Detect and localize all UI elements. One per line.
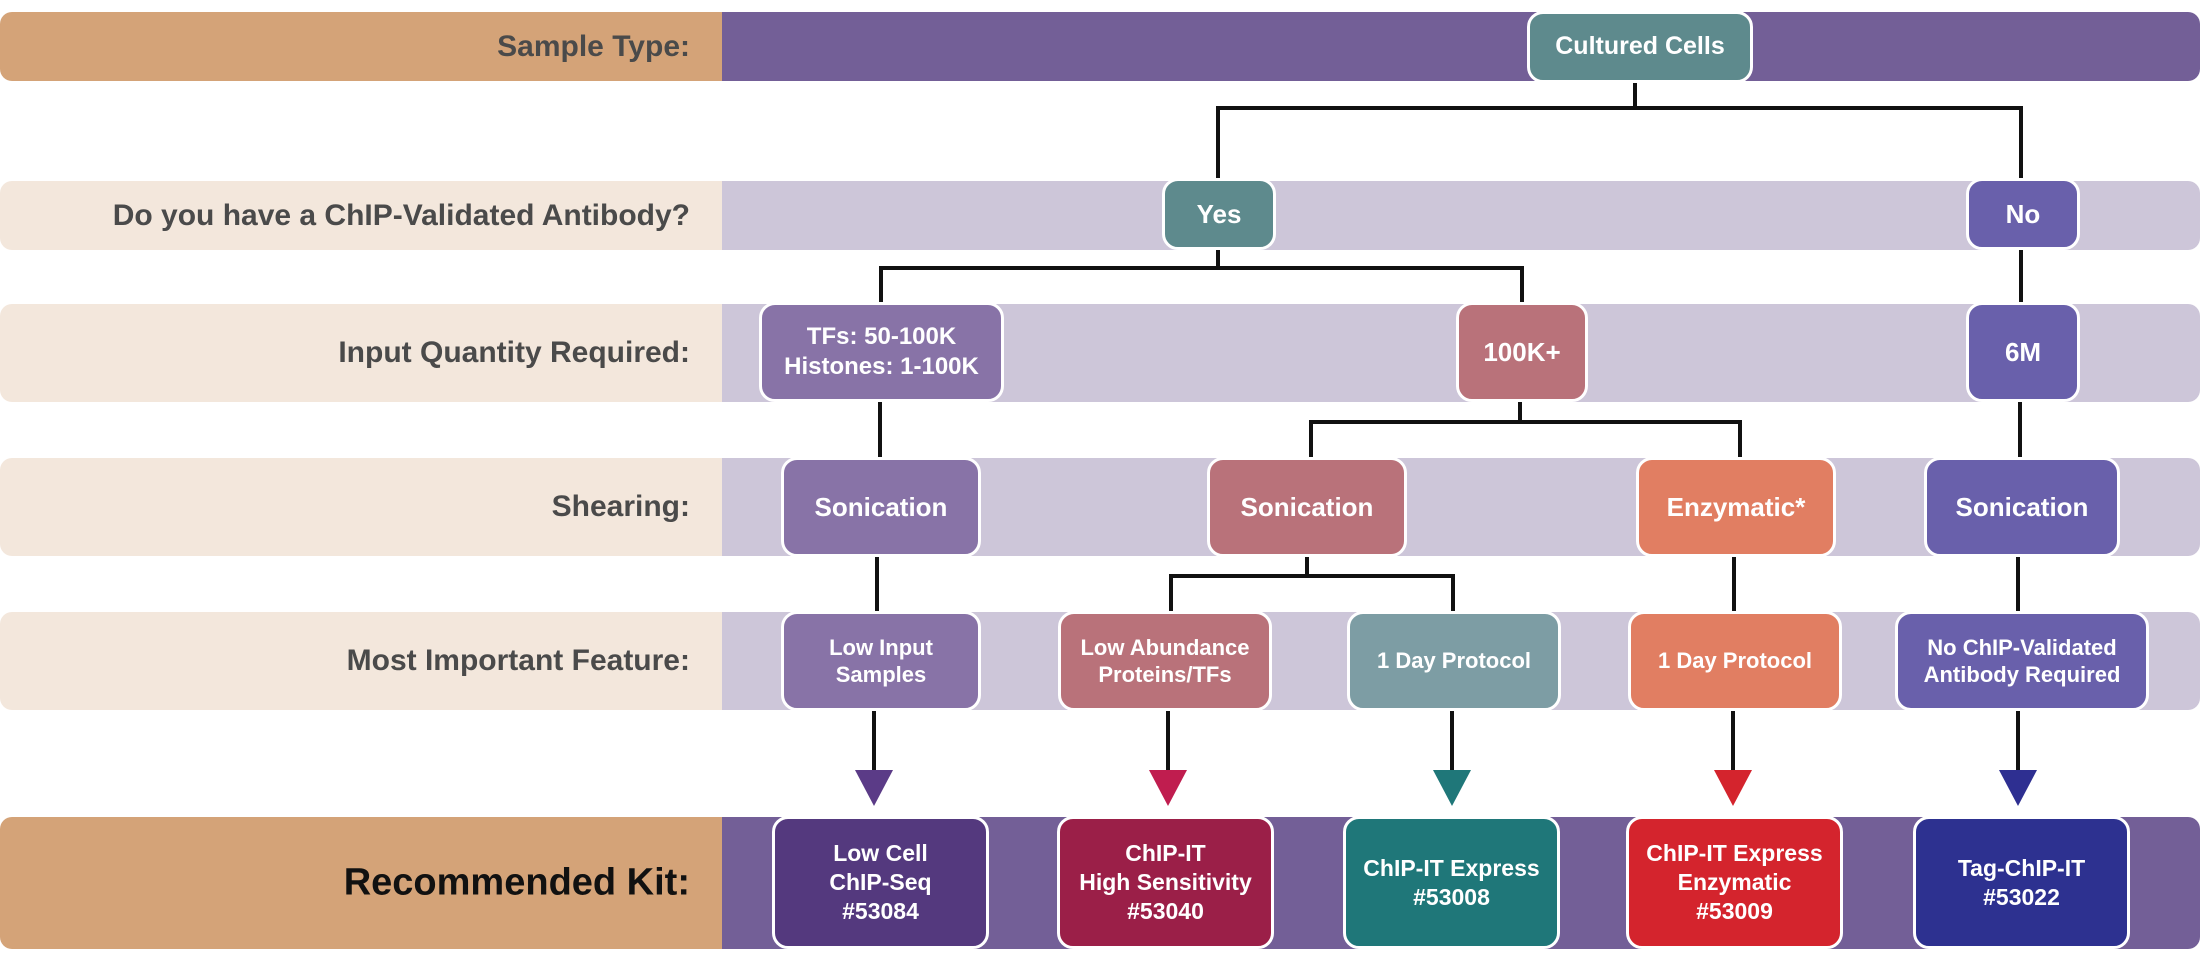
node-low-input-samples: Low Input Samples [781, 611, 981, 711]
node-low-abundance: Low Abundance Proteins/TFs [1058, 611, 1272, 711]
connector-yes-split [879, 248, 1524, 306]
row-label-kit: Recommended Kit: [343, 861, 690, 904]
node-6m: 6M [1966, 302, 2080, 402]
node-one-day-protocol-enzymatic: 1 Day Protocol [1628, 611, 1842, 711]
kit-low-cell-chip-seq: Low Cell ChIP-Seq #53084 [772, 816, 989, 949]
row-label-bg: Do you have a ChIP-Validated Antibody? [0, 181, 722, 250]
row-band-fill [722, 12, 2200, 81]
node-cultured-cells: Cultured Cells [1527, 11, 1753, 83]
row-antibody: Do you have a ChIP-Validated Antibody? [0, 181, 2200, 250]
kit-chip-it-high-sensitivity: ChIP-IT High Sensitivity #53040 [1057, 816, 1274, 949]
node-sonication-6m: Sonication [1924, 457, 2120, 557]
row-label-bg: Recommended Kit: [0, 817, 722, 949]
row-label-shearing: Shearing: [551, 490, 690, 523]
kit-chip-it-express: ChIP-IT Express #53008 [1343, 816, 1560, 949]
row-sample-type: Sample Type: [0, 12, 2200, 81]
arrowhead-navy [1999, 770, 2037, 806]
node-no-antibody-required: No ChIP-Validated Antibody Required [1895, 611, 2149, 711]
arrowhead-teal [1433, 770, 1471, 806]
row-label-feature: Most Important Feature: [346, 644, 690, 677]
row-label-input-quantity: Input Quantity Required: [338, 336, 690, 369]
arrowhead-purple [855, 770, 893, 806]
kit-chip-it-express-enzymatic: ChIP-IT Express Enzymatic #53009 [1626, 816, 1843, 949]
node-tfs-histones: TFs: 50-100K Histones: 1-100K [759, 302, 1004, 402]
node-sonication-low-input: Sonication [781, 457, 981, 557]
node-100k-plus: 100K+ [1456, 302, 1588, 402]
row-band-fill [722, 181, 2200, 250]
row-label-bg: Shearing: [0, 458, 722, 556]
node-yes: Yes [1162, 178, 1276, 250]
kit-tag-chip-it: Tag-ChIP-IT #53022 [1913, 816, 2130, 949]
node-one-day-protocol-express: 1 Day Protocol [1347, 611, 1561, 711]
node-enzymatic: Enzymatic* [1636, 457, 1836, 557]
connector-cells-split [1216, 79, 2023, 183]
connector-sonication-split [1169, 554, 1455, 614]
row-label-antibody: Do you have a ChIP-Validated Antibody? [112, 198, 690, 232]
row-label-bg: Sample Type: [0, 12, 722, 81]
arrowhead-crimson [1149, 770, 1187, 806]
node-no: No [1966, 178, 2080, 250]
row-label-sample-type: Sample Type: [497, 29, 690, 63]
node-sonication-100k: Sonication [1207, 457, 1407, 557]
row-label-bg: Input Quantity Required: [0, 304, 722, 402]
row-label-bg: Most Important Feature: [0, 612, 722, 710]
connector-100k-split [1309, 400, 1742, 460]
arrowhead-red [1714, 770, 1752, 806]
